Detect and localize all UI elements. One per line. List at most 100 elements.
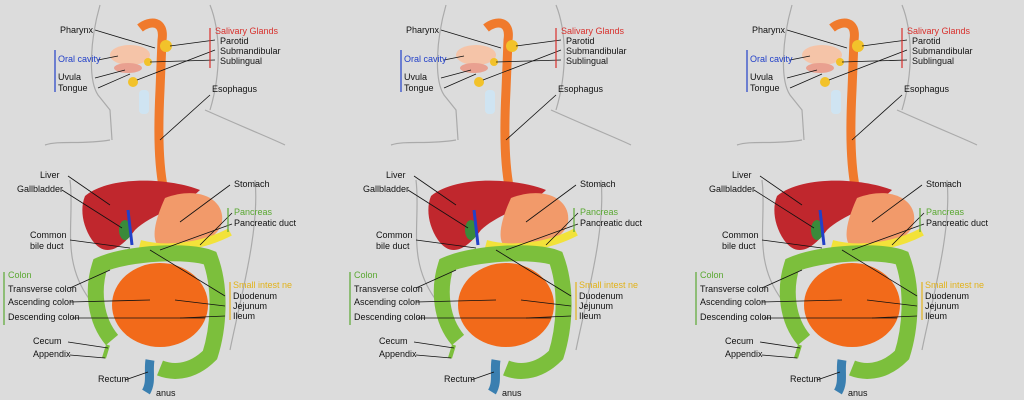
small-intestine bbox=[112, 263, 208, 347]
large-intestine bbox=[433, 245, 572, 379]
label-common: Common bbox=[30, 230, 67, 240]
large-intestine bbox=[779, 245, 918, 379]
label-jejunum: Jejunum bbox=[233, 301, 267, 311]
label-anus: anus bbox=[502, 388, 522, 398]
label-bile-duct: bile duct bbox=[722, 241, 756, 251]
submandibular-gland bbox=[474, 77, 484, 87]
diagram-panel-2: Pharynx Salivary Glands Parotid Submandi… bbox=[346, 0, 694, 400]
label-ascending-colon: Ascending colon bbox=[354, 297, 420, 307]
diagram-panel-3: Pharynx Salivary Glands Parotid Submandi… bbox=[692, 0, 1024, 400]
label-pancreas: Pancreas bbox=[234, 207, 273, 217]
bile-duct-shape bbox=[126, 209, 134, 246]
label-esophagus: Esophagus bbox=[212, 84, 258, 94]
label-appendix: Appendix bbox=[725, 349, 763, 359]
label-submandibular: Submandibular bbox=[566, 46, 627, 56]
label-submandibular: Submandibular bbox=[220, 46, 281, 56]
label-duodenum: Duodenum bbox=[925, 291, 969, 301]
parotid-gland bbox=[852, 40, 864, 52]
small-intestine bbox=[804, 263, 900, 347]
bile-duct-shape bbox=[472, 209, 480, 246]
label-parotid: Parotid bbox=[220, 36, 249, 46]
label-small-intestine: Small intest ne bbox=[579, 280, 638, 290]
appendix-shape bbox=[102, 344, 110, 359]
diagram-panel-1: Pharynx Salivary Glands Parotid Submandi… bbox=[0, 0, 348, 400]
label-bile-duct: bile duct bbox=[30, 241, 64, 251]
label-tongue: Tongue bbox=[750, 83, 780, 93]
label-pancreatic-duct: Pancreatic duct bbox=[580, 218, 643, 228]
label-ascending-colon: Ascending colon bbox=[700, 297, 766, 307]
label-colon: Colon bbox=[700, 270, 724, 280]
label-sublingual: Sublingual bbox=[566, 56, 608, 66]
label-uvula: Uvula bbox=[404, 72, 427, 82]
appendix-shape bbox=[448, 344, 456, 359]
label-small-intestine: Small intest ne bbox=[925, 280, 984, 290]
tongue-shape bbox=[806, 63, 834, 73]
label-salivary-glands: Salivary Glands bbox=[561, 26, 625, 36]
label-pancreas: Pancreas bbox=[580, 207, 619, 217]
label-salivary-glands: Salivary Glands bbox=[907, 26, 971, 36]
oral-cavity-shape bbox=[802, 45, 842, 65]
digestive-system-diagram: Pharynx Salivary Glands Parotid Submandi… bbox=[3, 4, 297, 398]
label-oral-cavity: Oral cavity bbox=[750, 54, 793, 64]
label-gallbladder: Gallbladder bbox=[363, 184, 409, 194]
rectum bbox=[141, 359, 155, 395]
label-uvula: Uvula bbox=[58, 72, 81, 82]
label-rectum: Rectum bbox=[98, 374, 129, 384]
esophagus bbox=[829, 18, 863, 202]
label-small-intestine: Small intest ne bbox=[233, 280, 292, 290]
label-cecum: Cecum bbox=[725, 336, 754, 346]
parotid-gland bbox=[506, 40, 518, 52]
label-parotid: Parotid bbox=[566, 36, 595, 46]
label-jejunum: Jejunum bbox=[925, 301, 959, 311]
label-pharynx: Pharynx bbox=[752, 25, 786, 35]
label-esophagus: Esophagus bbox=[904, 84, 950, 94]
submandibular-gland bbox=[128, 77, 138, 87]
oral-cavity-shape bbox=[110, 45, 150, 65]
rectum bbox=[487, 359, 501, 395]
bile-duct-shape bbox=[818, 209, 826, 246]
label-salivary-glands: Salivary Glands bbox=[215, 26, 279, 36]
label-ileum: Ileum bbox=[925, 311, 947, 321]
tongue-shape bbox=[460, 63, 488, 73]
small-intestine bbox=[458, 263, 554, 347]
stomach bbox=[500, 193, 569, 249]
label-anus: anus bbox=[156, 388, 176, 398]
label-liver: Liver bbox=[40, 170, 60, 180]
label-tongue: Tongue bbox=[58, 83, 88, 93]
label-duodenum: Duodenum bbox=[579, 291, 623, 301]
label-pancreatic-duct: Pancreatic duct bbox=[926, 218, 989, 228]
submandibular-gland bbox=[820, 77, 830, 87]
leader-lines bbox=[753, 29, 925, 381]
label-jejunum: Jejunum bbox=[579, 301, 613, 311]
label-colon: Colon bbox=[8, 270, 32, 280]
parotid-gland bbox=[160, 40, 172, 52]
trachea bbox=[139, 90, 149, 114]
label-pharynx: Pharynx bbox=[406, 25, 440, 35]
label-esophagus: Esophagus bbox=[558, 84, 604, 94]
stomach bbox=[846, 193, 915, 249]
label-appendix: Appendix bbox=[33, 349, 71, 359]
label-rectum: Rectum bbox=[444, 374, 475, 384]
label-transverse-colon: Transverse colon bbox=[354, 284, 423, 294]
sublingual-gland bbox=[490, 58, 498, 66]
label-common: Common bbox=[376, 230, 413, 240]
label-ileum: Ileum bbox=[579, 311, 601, 321]
label-bile-duct: bile duct bbox=[376, 241, 410, 251]
label-descending-colon: Descending colon bbox=[700, 312, 772, 322]
sublingual-gland bbox=[836, 58, 844, 66]
label-stomach: Stomach bbox=[580, 179, 616, 189]
label-descending-colon: Descending colon bbox=[8, 312, 80, 322]
oral-cavity-shape bbox=[456, 45, 496, 65]
sublingual-gland bbox=[144, 58, 152, 66]
head-neck-outline bbox=[44, 4, 286, 146]
trachea bbox=[831, 90, 841, 114]
label-stomach: Stomach bbox=[234, 179, 270, 189]
stomach bbox=[154, 193, 223, 249]
appendix-shape bbox=[794, 344, 802, 359]
trachea bbox=[485, 90, 495, 114]
label-oral-cavity: Oral cavity bbox=[58, 54, 101, 64]
label-descending-colon: Descending colon bbox=[354, 312, 426, 322]
label-uvula: Uvula bbox=[750, 72, 773, 82]
label-transverse-colon: Transverse colon bbox=[700, 284, 769, 294]
label-parotid: Parotid bbox=[912, 36, 941, 46]
